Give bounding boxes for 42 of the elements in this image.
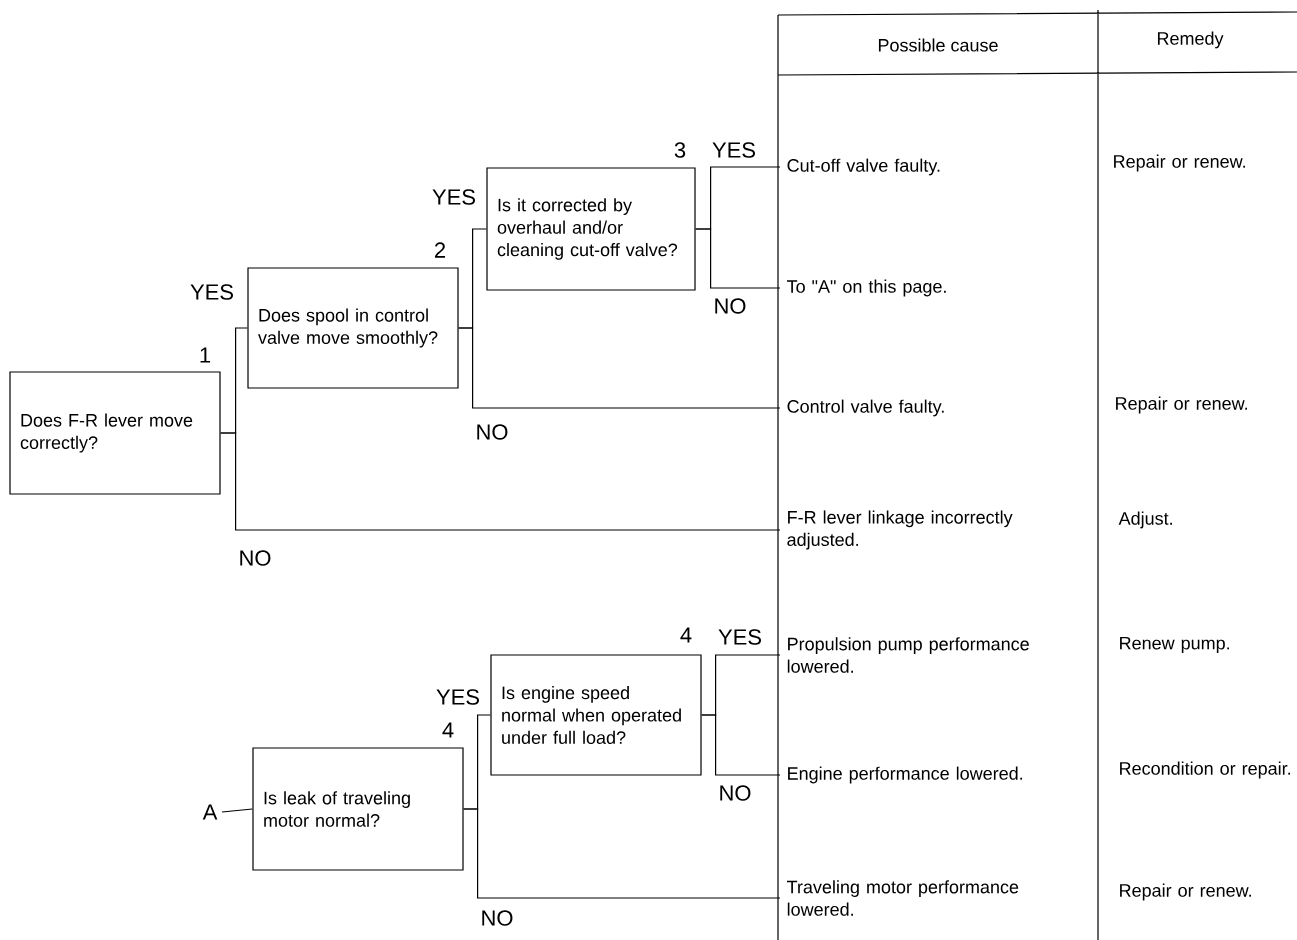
connector-line bbox=[458, 327, 781, 409]
edge-label: NO bbox=[478, 908, 516, 928]
step-number: 2 bbox=[435, 242, 445, 258]
edge-label: NO bbox=[473, 422, 511, 442]
step-number: 3 bbox=[674, 142, 686, 158]
question-box: Is it corrected by overhaul and/or cleaning cut-off valve? bbox=[486, 167, 696, 291]
cause-text: Control valve faulty. bbox=[787, 399, 944, 417]
edge-label: YES bbox=[716, 627, 764, 647]
step-number: 1 bbox=[200, 347, 211, 363]
remedy-text: Repair or renew. bbox=[1116, 396, 1247, 414]
remedy-text: Repair or renew. bbox=[1114, 154, 1245, 172]
remedy-text: Recondition or repair. bbox=[1120, 761, 1291, 779]
edge-label: NO bbox=[711, 296, 749, 316]
table-header: Remedy bbox=[1157, 31, 1224, 49]
question-box: Does F-R lever move correctly? bbox=[9, 371, 221, 495]
cause-text: Propulsion pump performance lowered. bbox=[787, 637, 1029, 673]
cause-text: F-R lever linkage incorrectly adjusted. bbox=[787, 510, 1013, 550]
question-box: Does spool in control valve move smoothly? bbox=[247, 267, 459, 389]
edge-label: NO bbox=[716, 783, 754, 803]
step-number: 4 bbox=[680, 627, 692, 643]
connector-line bbox=[221, 808, 253, 813]
edge-label: YES bbox=[188, 282, 236, 302]
edge-label: YES bbox=[430, 187, 478, 207]
question-box: Is engine speed normal when operated under full load? bbox=[490, 654, 702, 776]
connector-line bbox=[463, 808, 781, 899]
edge-label: NO bbox=[236, 548, 274, 568]
cause-text: To "A" on this page. bbox=[787, 279, 946, 297]
remedy-text: Adjust. bbox=[1118, 511, 1172, 529]
remedy-text: Renew pump. bbox=[1120, 636, 1229, 654]
connector-line bbox=[695, 228, 781, 289]
cause-text: Engine performance lowered. bbox=[788, 766, 1023, 784]
edge-label: YES bbox=[434, 687, 482, 707]
question-box: Is leak of traveling motor normal? bbox=[252, 747, 464, 871]
cause-text: Cut-off valve faulty. bbox=[787, 158, 940, 176]
remedy-text: Repair or renew. bbox=[1120, 883, 1251, 901]
connector-letter: A bbox=[202, 804, 218, 820]
cause-text: Traveling motor performance lowered. bbox=[787, 880, 1019, 916]
connector-line bbox=[701, 714, 781, 776]
step-number: 4 bbox=[442, 722, 454, 738]
table-header: Possible cause bbox=[878, 38, 998, 52]
connector-line bbox=[220, 432, 781, 531]
edge-label: YES bbox=[710, 140, 758, 160]
